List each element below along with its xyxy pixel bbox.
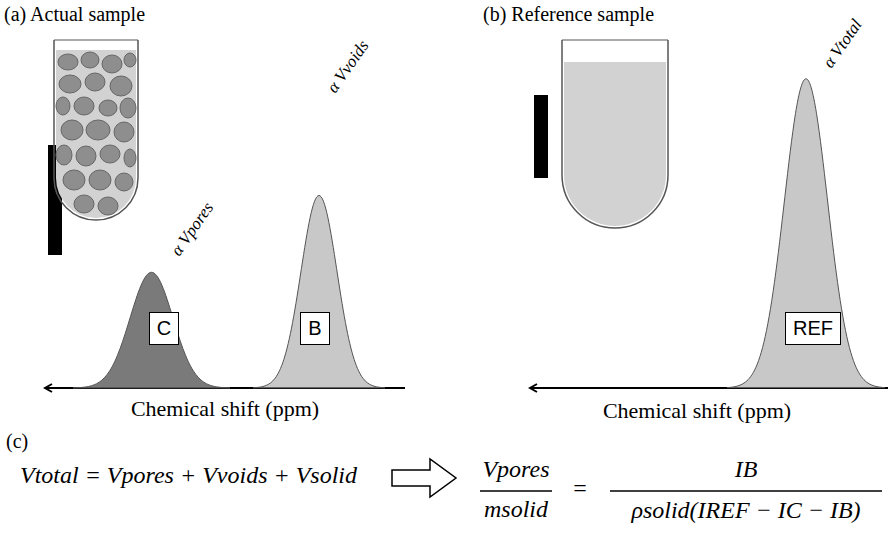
axis-label: Chemical shift (ppm) <box>131 396 319 421</box>
peak-shape <box>253 195 385 388</box>
spectrum-peak: REFα Vtotal <box>727 78 885 388</box>
peak-outline <box>73 272 230 388</box>
fraction-bar <box>610 490 882 492</box>
sample-grains <box>56 52 136 215</box>
fraction-bar <box>480 490 552 492</box>
peak-letter: REF <box>785 312 841 345</box>
fraction-denominator: msolid <box>484 496 548 524</box>
spectrum-peak: Cα Vpores <box>73 272 230 388</box>
fraction-denominator: ρsolid(IREF − IC − IB) <box>631 497 860 525</box>
panel-title: (a) Actual sample <box>4 3 145 26</box>
sample-tube <box>54 40 138 220</box>
equation: Vtotal = Vpores + Vvoids + Vsolid <box>20 462 357 490</box>
axis-arrow <box>530 384 537 392</box>
sample-fluid <box>56 50 136 218</box>
coil-bar <box>534 95 548 178</box>
panel-title: (c) <box>6 430 28 453</box>
reference-fluid <box>564 62 666 226</box>
peak-outline <box>727 79 885 388</box>
implies-arrow <box>392 459 456 497</box>
peak-letter: B <box>300 312 329 345</box>
spectrum-peak: Bα Vvoids <box>253 195 385 388</box>
tube-rim <box>562 40 668 41</box>
reference-tube <box>562 40 668 228</box>
proportional-label: α Vpores <box>168 199 218 259</box>
equals-sign: = <box>573 475 587 503</box>
axis-label: Chemical shift (ppm) <box>603 398 791 423</box>
axis-arrow <box>45 384 52 392</box>
proportional-label: α Vtotal <box>820 16 867 72</box>
peak-outline <box>253 195 385 387</box>
fraction-numerator: IB <box>735 456 758 484</box>
panel-title: (b) Reference sample <box>483 3 654 26</box>
proportional-label: α Vvoids <box>324 37 373 96</box>
fraction-numerator: Vpores <box>482 456 549 484</box>
tube-rim <box>54 40 138 41</box>
peak-letter: C <box>149 312 179 345</box>
